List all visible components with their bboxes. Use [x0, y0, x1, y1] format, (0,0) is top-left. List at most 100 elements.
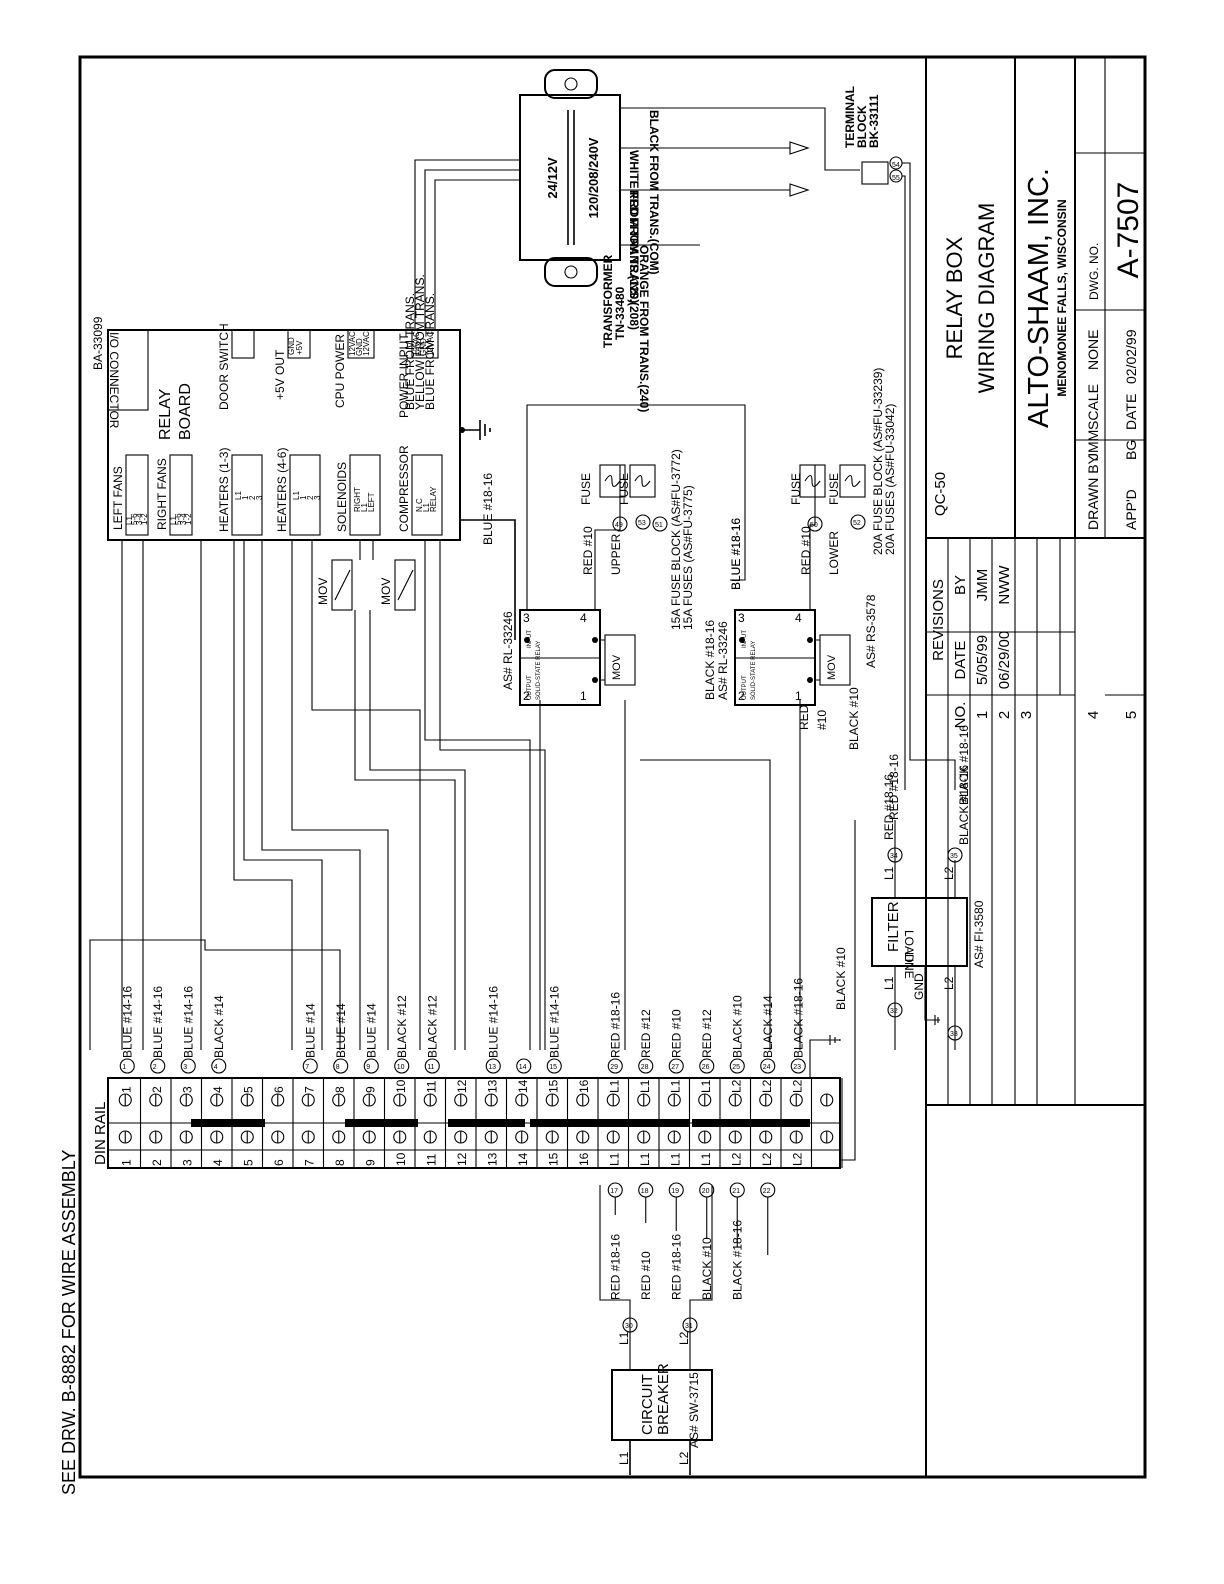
- pin-label: GND: [287, 337, 296, 355]
- line-filter: FILTER LOAD LINE AS# FI-3580 L1 L2 L1 L2…: [871, 725, 986, 1050]
- rev-row-date: 06/29/00: [996, 631, 1013, 689]
- relay-upper-asno: AS# RL-33246: [501, 611, 515, 690]
- rev-row-no: 2: [996, 711, 1013, 719]
- dwg-no-label: DWG. NO.: [1087, 243, 1101, 300]
- connector-heaters-1-3: HEATERS (1-3) L1 1 2 3: [217, 448, 264, 536]
- fuse-label: FUSE: [579, 473, 593, 505]
- din-wire-label: BLUE #14-16: [120, 986, 134, 1058]
- filter-load: LOAD: [902, 930, 916, 963]
- pin-label: 12VAC: [426, 331, 435, 356]
- relay-upper-fuses: 15A FUSES (AS#FU-3775): [681, 485, 695, 630]
- breaker-line-in: L1: [617, 1451, 631, 1465]
- rev-row-no: 3: [1018, 711, 1035, 719]
- pin-label: 3: [313, 495, 322, 500]
- din-rail-label: DIN RAIL: [92, 1102, 109, 1165]
- connector-label: CPU POWER: [333, 334, 347, 408]
- connector-heaters-4-6: HEATERS (4-6) L1 1 2 3: [275, 448, 322, 536]
- appd-value: BG: [1123, 440, 1139, 460]
- din-terminal-number: 4: [211, 1159, 225, 1166]
- wire-node-number: 23: [793, 1064, 801, 1071]
- title-line1: RELAY BOX: [942, 236, 967, 359]
- wire-node-number: 26: [702, 1064, 710, 1071]
- din-terminal-number: 6: [272, 1159, 286, 1166]
- relay-upper-wire-in: BLUE #18-16: [729, 518, 743, 590]
- transformer-lead: WHITE FROM TRANS.(120): [627, 150, 641, 303]
- din-terminal-number: 15: [546, 1152, 560, 1166]
- terminal-block-label1: TERMINAL: [843, 86, 857, 148]
- relay-lower-type: SOLID-STATE RELAY: [751, 641, 757, 700]
- wire-node-number: 29: [610, 1064, 618, 1071]
- transformer: 24/12V 120/208/240V TRANSFORMER TN-33480…: [519, 69, 860, 412]
- din-terminal-number: L1: [668, 1079, 682, 1093]
- din-terminal-number: 2: [150, 1159, 164, 1166]
- node-30: 30: [625, 1323, 633, 1330]
- din-left-wire-label: RED #18-16: [669, 1234, 683, 1300]
- din-terminal-number: L1: [699, 1152, 713, 1166]
- harness-wires: [89, 540, 801, 1050]
- terminal-block-label2: BLOCK: [855, 105, 869, 148]
- wire-node-number: 13: [488, 1064, 496, 1071]
- drawn-by-label: DRAWN BY: [1085, 454, 1101, 530]
- connector-label: LEFT FANS: [111, 466, 125, 530]
- model-number: QC-50: [932, 472, 949, 516]
- pin-label: 1: [299, 495, 308, 500]
- relay-upper-fuse-block: 15A FUSE BLOCK (AS#FU-3772): [669, 449, 683, 630]
- connector-label: HEATERS (1-3): [217, 448, 231, 532]
- wire-node-number: 2: [153, 1064, 157, 1071]
- connector-label: SOLENOIDS: [335, 462, 349, 532]
- filter-wire-top: BLACK #18-16: [957, 725, 971, 805]
- din-terminal-number: L1: [638, 1079, 652, 1093]
- node-32: 32: [890, 1008, 898, 1015]
- din-wire-label: RED #10: [669, 1009, 683, 1058]
- din-terminal-number: 2: [150, 1086, 164, 1093]
- fuse-lower-2: FUSE 52: [827, 464, 866, 530]
- din-terminal-number: 5: [241, 1159, 255, 1166]
- din-terminal-number: L1: [607, 1079, 621, 1093]
- pin-label: 3-4: [135, 513, 144, 525]
- pin-label: 1-2: [140, 513, 149, 525]
- din-terminal-number: L1: [638, 1152, 652, 1166]
- din-terminal-number: L2: [760, 1079, 774, 1093]
- din-terminal-number: 9: [363, 1086, 377, 1093]
- pin-label: +5V: [295, 340, 304, 355]
- din-wire-label: BLACK #14: [212, 995, 226, 1058]
- pin-label: 2: [306, 495, 315, 500]
- din-wire-label: BLUE #14-16: [547, 986, 561, 1058]
- filter-wire: RED #18-16: [882, 774, 896, 840]
- connector-door-switch: DOOR SWITCH: [217, 323, 255, 410]
- din-terminal-number: 4: [211, 1086, 225, 1093]
- din-terminal-number: 1: [119, 1159, 133, 1166]
- breaker-label1: CIRCUIT: [639, 1374, 656, 1435]
- wire-node: [790, 1058, 806, 1074]
- breaker-line-out: L2: [677, 1331, 691, 1345]
- relay-lower-wire-neg: BLACK #18-16: [703, 620, 717, 700]
- scale-label: SCALE: [1085, 384, 1101, 430]
- relay-lower-input: INPUT: [742, 630, 748, 648]
- din-left-wire-label: RED #10: [639, 1251, 653, 1300]
- wire-node-number: 15: [549, 1064, 557, 1071]
- rev-row-no: 1: [974, 711, 991, 719]
- din-wire-label: RED #12: [639, 1009, 653, 1058]
- din-terminal-number: 13: [485, 1152, 499, 1166]
- rev-col-by: BY: [952, 575, 969, 595]
- din-terminal-number: 1: [119, 1086, 133, 1093]
- din-wire-label: BLACK #12: [395, 995, 409, 1058]
- relay-lower-output: OUTPUT: [742, 675, 748, 700]
- relay-upper-position: UPPER: [609, 533, 623, 575]
- connector-left-fans: LEFT FANS L1 5-6 3-4 1-2: [111, 454, 149, 536]
- din-wire-label: BLUE #14-16: [181, 986, 195, 1058]
- date-label: DATE: [1123, 394, 1139, 430]
- relay-pin: 2: [738, 689, 745, 703]
- relay-pin: 3: [523, 611, 530, 625]
- wire-node: [699, 1058, 715, 1074]
- wire-node: [180, 1058, 196, 1074]
- connector-5v-out: +5V OUT GND +5V: [273, 329, 311, 400]
- din-terminal-number: 9: [363, 1159, 377, 1166]
- wire-node: [607, 1058, 623, 1074]
- din-terminal-number: 10: [394, 1152, 408, 1166]
- breaker-label2: BREAKER: [655, 1363, 672, 1435]
- pin-label: 1-2: [184, 513, 193, 525]
- pin-label: 3: [255, 495, 264, 500]
- wire-node-number: 27: [671, 1064, 679, 1071]
